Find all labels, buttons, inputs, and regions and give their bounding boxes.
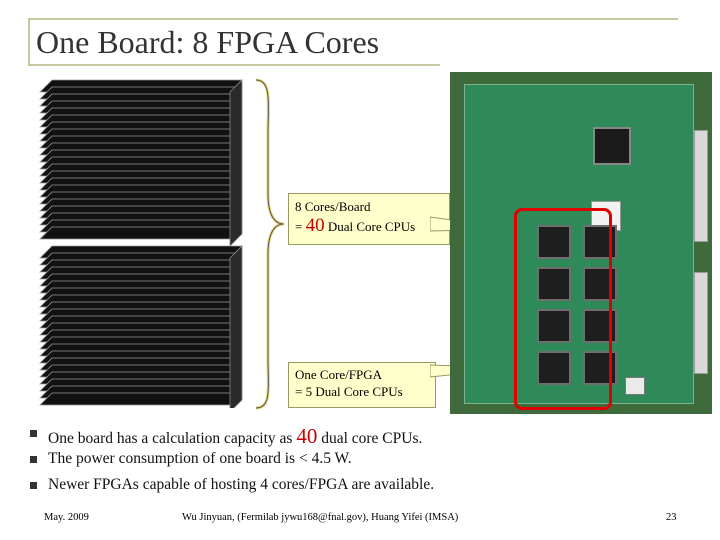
core-stack-side: [229, 79, 243, 247]
fpga-highlight-box: [514, 208, 612, 410]
core-layer: [39, 226, 243, 240]
frame-top-rule: [28, 18, 678, 20]
callout-core-per-fpga: One Core/FPGA = 5 Dual Core CPUs: [288, 362, 436, 408]
callout-line-2: = 5 Dual Core CPUs: [295, 384, 403, 399]
fpga-board-photo: [450, 72, 712, 414]
footer-date: May. 2009: [44, 512, 89, 523]
callout-line-1: 8 Cores/Board: [295, 199, 371, 214]
square-bullet-icon: [30, 482, 37, 489]
curly-brace-icon: [255, 78, 285, 410]
core-layer: [39, 392, 243, 406]
controller-chip: [593, 127, 631, 165]
bullet-number: 40: [296, 424, 318, 448]
bullet-item-power: The power consumption of one board is < …: [30, 450, 700, 476]
footer-authors: Wu Jinyuan, (Fermilab jywu168@fnal.gov),…: [182, 512, 459, 523]
core-stack-svg: [39, 79, 243, 408]
fpga-chip: [537, 309, 571, 343]
bullet-text: Newer FPGAs capable of hosting 4 cores/F…: [48, 476, 435, 493]
callout-pre: =: [295, 219, 306, 234]
bullet-list: One board has a calculation capacity as …: [30, 424, 700, 502]
bullet-item-newer-fpgas: Newer FPGAs capable of hosting 4 cores/F…: [30, 476, 700, 502]
callout-line-2: = 40 Dual Core CPUs: [295, 216, 443, 236]
core-stack-side: [229, 245, 243, 408]
edge-connector-top: [694, 130, 708, 242]
fpga-chip: [537, 351, 571, 385]
edge-connector-bottom: [694, 272, 708, 374]
bullet-text: The power consumption of one board is < …: [48, 450, 352, 467]
callout-line-1: One Core/FPGA: [295, 367, 383, 382]
title-underline: [28, 64, 440, 66]
footer-page-number: 23: [666, 512, 677, 523]
square-bullet-icon: [30, 430, 37, 437]
callout-cores-per-board: 8 Cores/Board = 40 Dual Core CPUs: [288, 193, 450, 245]
slide-title: One Board: 8 FPGA Cores: [36, 24, 380, 60]
bullet-post: dual core CPUs.: [317, 430, 423, 447]
fpga-chip: [537, 267, 571, 301]
frame-left-rule: [28, 18, 30, 66]
callout-post: Dual Core CPUs: [324, 219, 416, 234]
square-bullet-icon: [30, 456, 37, 463]
core-stack-illustration: [30, 76, 252, 408]
bullet-item-capacity: One board has a calculation capacity as …: [30, 424, 700, 450]
network-jack: [625, 377, 645, 395]
bullet-pre: One board has a calculation capacity as: [48, 430, 297, 447]
board-pcb: [464, 84, 694, 404]
fpga-chip: [537, 225, 571, 259]
callout-number: 40: [305, 215, 325, 236]
